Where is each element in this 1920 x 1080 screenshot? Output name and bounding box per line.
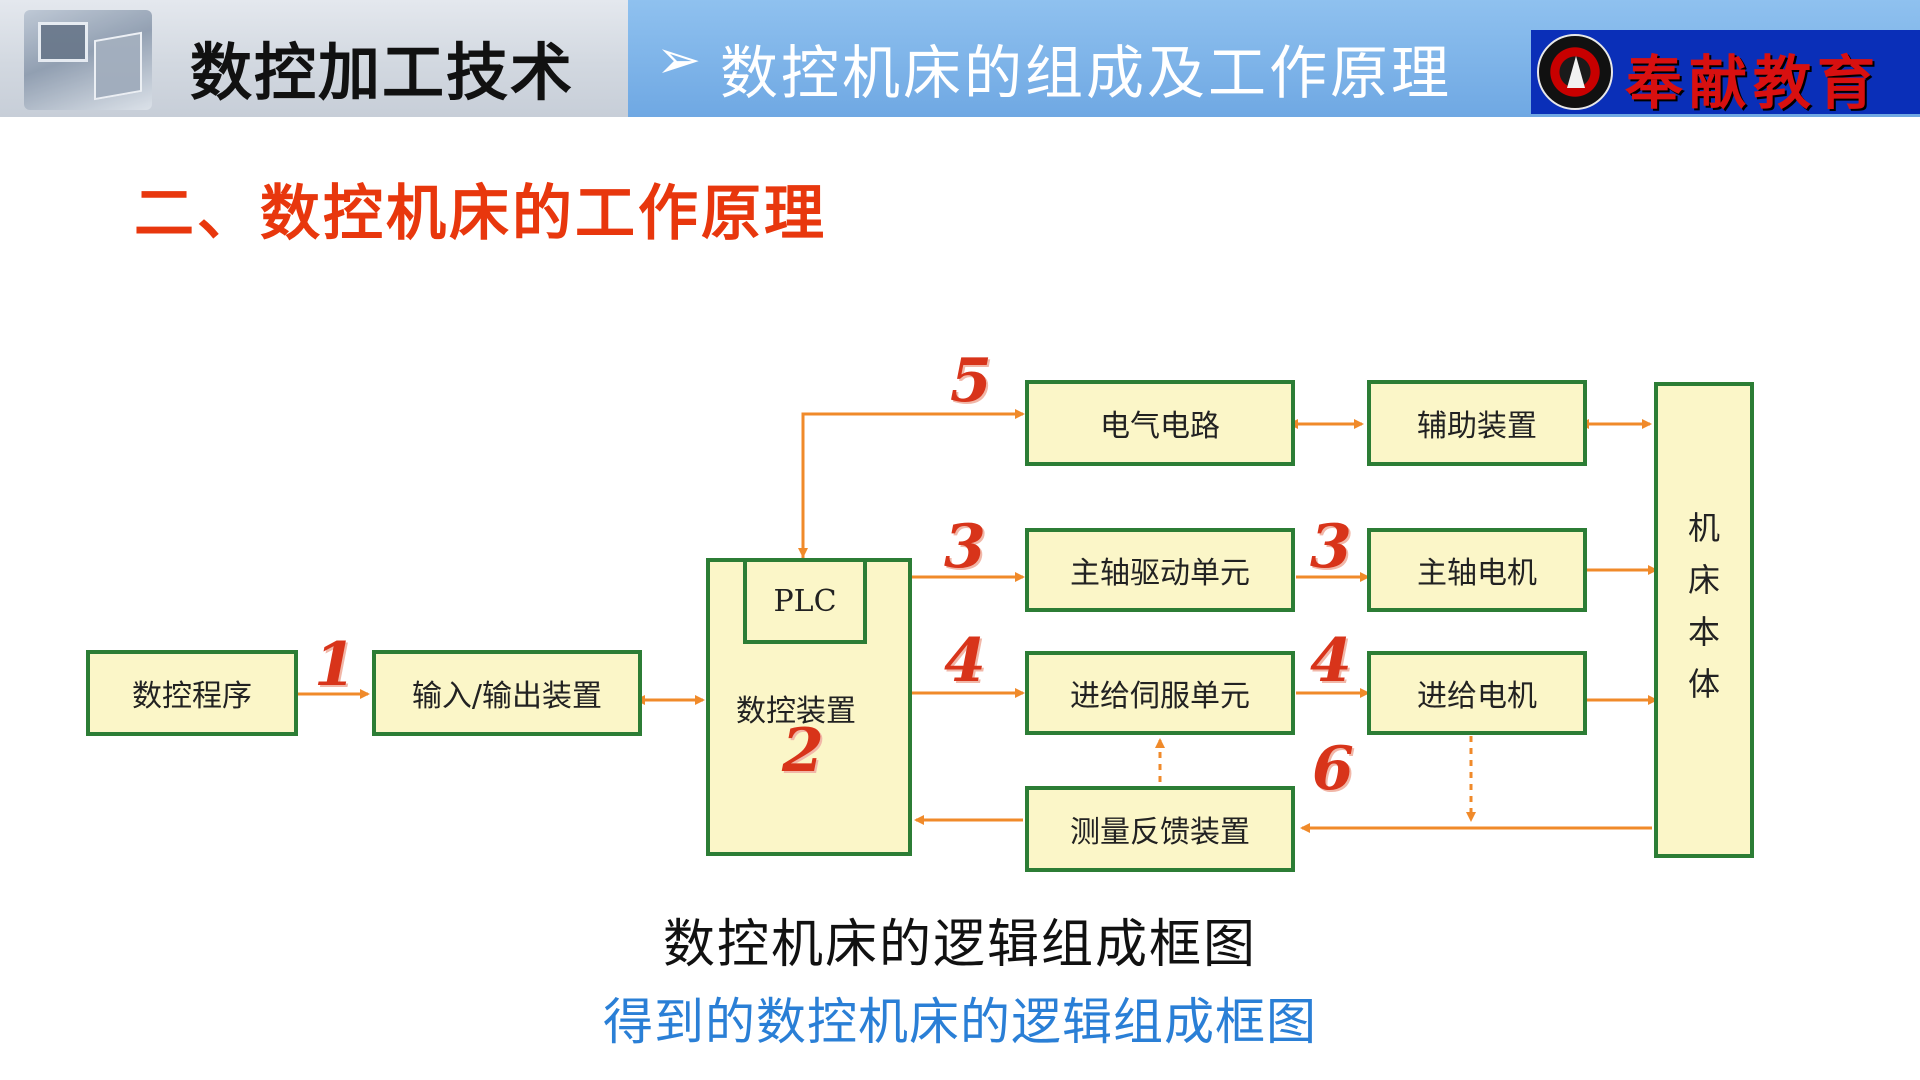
step-number-5: 5	[950, 346, 992, 416]
arrow-bullet-icon: ➢	[656, 28, 702, 91]
label-cnc-device: 数控装置	[736, 694, 856, 729]
box-auxiliary-device: 辅助装置	[1367, 380, 1587, 466]
step-number-3b: 3	[1310, 512, 1352, 582]
brand-name: 奉献教育	[1625, 49, 1882, 117]
video-subtitle: 得到的数控机床的逻辑组成框图	[603, 993, 1317, 1051]
brand-banner: 奉献教育	[1531, 30, 1920, 117]
cnc-machine-thumbnail-icon	[24, 10, 152, 110]
box-machine-body	[1654, 382, 1754, 858]
brand-logo-icon	[1537, 34, 1613, 110]
step-number-3a: 3	[944, 512, 986, 582]
step-number-4a: 4	[944, 626, 986, 696]
course-title: 数控加工技术	[190, 36, 575, 109]
box-spindle-motor: 主轴电机	[1367, 528, 1587, 612]
box-plc: PLC	[743, 558, 867, 644]
box-feedback-device: 测量反馈装置	[1025, 786, 1295, 872]
slide-header: 数控加工技术 ➢ 数控机床的组成及工作原理 奉献教育	[0, 0, 1920, 117]
arrow-cnc-to-electrical	[801, 409, 1025, 560]
diagram-caption: 数控机床的逻辑组成框图	[662, 915, 1257, 975]
box-spindle-drive: 主轴驱动单元	[1025, 528, 1295, 612]
section-title: 二、数控机床的工作原理	[134, 179, 827, 249]
box-feed-servo: 进给伺服单元	[1025, 651, 1295, 735]
step-number-2: 2	[782, 716, 824, 786]
header-left-panel: 数控加工技术	[0, 0, 628, 117]
step-number-4b: 4	[1310, 626, 1352, 696]
box-nc-program: 数控程序	[86, 650, 298, 736]
box-io-device: 输入/输出装置	[372, 650, 642, 736]
step-number-1: 1	[314, 630, 356, 700]
label-machine-body: 机床本体	[1687, 509, 1720, 703]
step-number-6: 6	[1312, 734, 1354, 804]
box-feed-motor: 进给电机	[1367, 651, 1587, 735]
lesson-title: 数控机床的组成及工作原理	[720, 39, 1453, 107]
box-electrical-circuit: 电气电路	[1025, 380, 1295, 466]
